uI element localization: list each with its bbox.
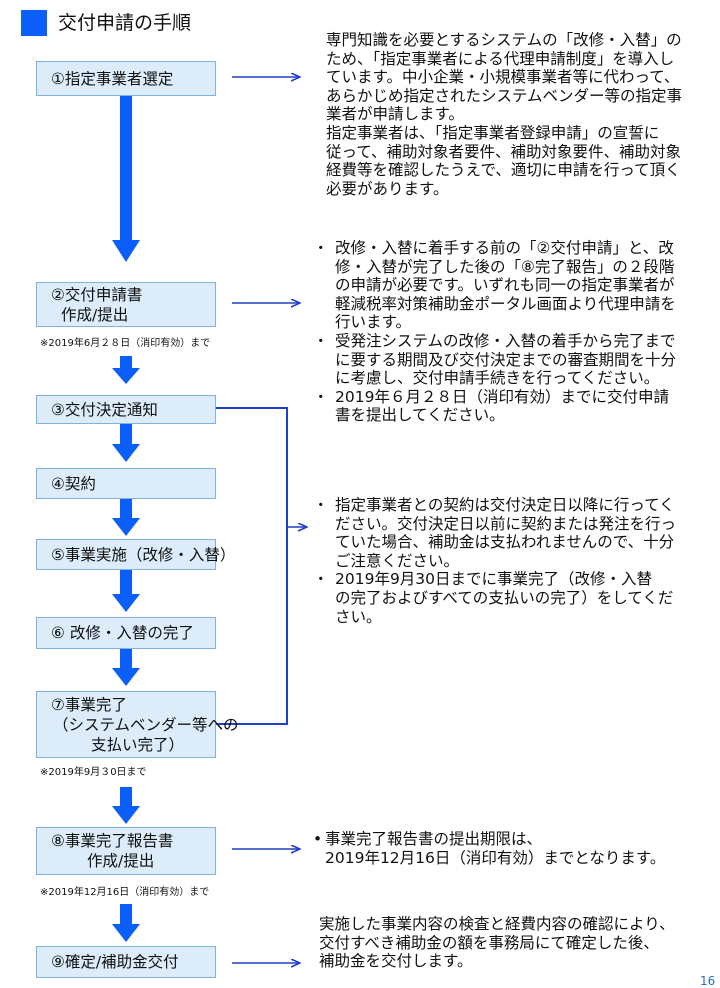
deadline-step-7: ※2019年9月３0日まで [40, 767, 147, 778]
description-1-line: ため、「指定事業者による代理申請制度」を導入し [326, 49, 675, 68]
step-7-box: ⑦事業完了 （システムベンダー等への 支払い完了） [36, 691, 239, 758]
step-8-box: ⑧事業完了報告書 作成/提出 [36, 827, 216, 875]
description-1-line: 経費等を確認したうえで、適切に申請を行って頂く [326, 161, 681, 180]
description-5-line: 実施した事業内容の検査と経費内容の確認により、 [319, 915, 675, 933]
description-5: 実施した事業内容の検査と経費内容の確認により、 交付すべき補助金の額を事務局にて… [319, 915, 675, 971]
down-arrow-2 [112, 356, 140, 384]
bullet-line: 事業完了報告書の提出期限は、 [325, 830, 543, 848]
step-6-label: ⑥ 改修・入替の完了 [51, 624, 194, 642]
down-arrow-8 [112, 904, 140, 942]
bullet-line: さい。 [335, 607, 382, 626]
step-9-label: ⑨確定/補助金交付 [51, 953, 179, 971]
step-7-label-line2: （システムベンダー等への [53, 715, 239, 734]
bullet-line: 改修・入替に着手する前の「②交付申請」と、改 [335, 239, 674, 257]
description-1-line: あらかじめ指定されたシステムベンダー等の指定事 [326, 86, 683, 105]
page-number: 16 [700, 974, 716, 988]
bullet-line: 2019年12月16日（消印有効）までとなります。 [325, 848, 666, 867]
step-8-label-line2: 作成/提出 [87, 852, 155, 870]
bullet-line: に考慮し、交付申請手続きを行ってください。 [335, 369, 660, 388]
down-arrows [112, 96, 140, 942]
description-1-line: 専門知識を必要とするシステムの「改修・入替」の [326, 31, 682, 49]
step-3-label: ③交付決定通知 [51, 400, 158, 419]
description-5-line: 補助金を交付します。 [319, 952, 473, 971]
step-5-label: ⑤事業実施（改修・入替） [51, 545, 236, 564]
step-8-label: ⑧事業完了報告書 [51, 832, 174, 850]
bullet-mark: ・ [313, 387, 329, 406]
bullet-item: ・ 改修・入替に着手する前の「②交付申請」と、改 修・入替が完了した後の「⑧完了… [313, 239, 676, 332]
bullet-item: • 事業完了報告書の提出期限は、 2019年12月16日（消印有効）までとなりま… [313, 830, 665, 867]
step-3-box: ③交付決定通知 [36, 395, 216, 424]
bullet-line: 修・入替が完了した後の「⑧完了報告」の２段階 [335, 257, 675, 276]
down-arrow-7 [112, 787, 140, 824]
step-2-label: ②交付申請書 [51, 285, 143, 304]
down-arrow-6 [112, 649, 140, 686]
bullet-line: 指定事業者との契約は交付決定日以降に行ってく [335, 496, 675, 514]
step-9-box: ⑨確定/補助金交付 [36, 946, 216, 978]
page-title: 交付申請の手順 [58, 12, 192, 34]
bullet-line: 軽減税率対策補助金ポータル画面より代理申請を [335, 294, 676, 313]
description-3: ・ 指定事業者との契約は交付決定日以降に行ってく ださい。交付決定日以前に契約ま… [313, 496, 676, 626]
deadline-step-2: ※2019年6月２８日（消印有効）まで [40, 338, 211, 349]
description-1-line: 従って、補助対象者要件、補助対象要件、補助対象 [326, 142, 681, 161]
description-1-line: 業者が申請します。 [326, 105, 464, 124]
description-1-line: ています。中小企業・小規模事業者等に代わって、 [326, 68, 680, 87]
step-2-box: ②交付申請書 作成/提出 [36, 282, 216, 327]
step-7-label: ⑦事業完了 [51, 695, 127, 714]
description-1-line: 指定事業者は、「指定事業者登録申請」の宣誓に [326, 123, 660, 142]
bullet-line: ご注意ください。 [335, 551, 460, 570]
bullet-line: 2019年６月２８日（消印有効）までに交付申請 [335, 387, 669, 406]
step-2-label-line2: 作成/提出 [61, 305, 129, 324]
bullet-line: 書を提出してください。 [335, 406, 505, 425]
description-2: ・ 改修・入替に着手する前の「②交付申請」と、改 修・入替が完了した後の「⑧完了… [313, 239, 676, 425]
step-6-box: ⑥ 改修・入替の完了 [36, 617, 216, 649]
step-5-box: ⑤事業実施（改修・入替） [36, 539, 236, 570]
step-1-label: ①指定事業者選定 [51, 69, 174, 88]
down-arrow-1 [112, 96, 140, 262]
bullet-line: に要する期間及び交付決定までの審査期間を十分 [335, 350, 677, 369]
bullet-line: 行います。 [335, 313, 411, 332]
bullet-item: ・ 2019年６月２８日（消印有効）までに交付申請 書を提出してください。 [313, 388, 676, 425]
title-marker [21, 10, 47, 36]
bullet-mark: ・ [313, 570, 329, 589]
description-1-line: 必要があります。 [326, 179, 449, 198]
step-1-box: ①指定事業者選定 [36, 61, 216, 96]
bullet-line: 2019年9月30日までに事業完了（改修・入替 [335, 570, 653, 589]
bullet-line: の申請が必要です。いずれも同一の指定事業者が [335, 276, 675, 295]
bullet-line: ていた場合、補助金は支払われませんので、十分 [335, 533, 675, 552]
step-4-label: ④契約 [51, 474, 96, 493]
description-4: • 事業完了報告書の提出期限は、 2019年12月16日（消印有効）までとなりま… [313, 830, 665, 867]
bullet-mark: • [313, 830, 323, 848]
bullet-item: ・ 2019年9月30日までに事業完了（改修・入替 の完了およびすべての支払いの… [313, 570, 676, 626]
bullet-line: 受発注システムの改修・入替の着手から完了まで [335, 331, 676, 350]
bullet-line: ださい。交付決定日以前に契約または発注を行っ [335, 514, 677, 533]
down-arrow-5 [112, 570, 140, 612]
bullet-line: の完了およびすべての支払いの完了）をしてくだ [335, 588, 674, 607]
bullet-item: ・ 指定事業者との契約は交付決定日以降に行ってく ださい。交付決定日以前に契約ま… [313, 496, 676, 570]
description-5-line: 交付すべき補助金の額を事務局にて確定した後、 [319, 933, 659, 952]
bullet-mark: ・ [313, 496, 329, 514]
step-4-box: ④契約 [36, 468, 216, 499]
down-arrow-4 [112, 499, 140, 536]
bullet-mark: ・ [313, 239, 329, 257]
bullet-mark: ・ [313, 331, 329, 350]
bracket-connector [216, 407, 288, 725]
description-1: 専門知識を必要とするシステムの「改修・入替」の ため、「指定事業者による代理申請… [326, 31, 682, 198]
bullet-item: ・ 受発注システムの改修・入替の着手から完了まで に要する期間及び交付決定までの… [313, 332, 676, 388]
step-7-label-line3: 支払い完了） [91, 735, 185, 754]
deadline-step-8: ※2019年12月16日（消印有効）まで [40, 887, 210, 898]
down-arrow-3 [112, 424, 140, 462]
